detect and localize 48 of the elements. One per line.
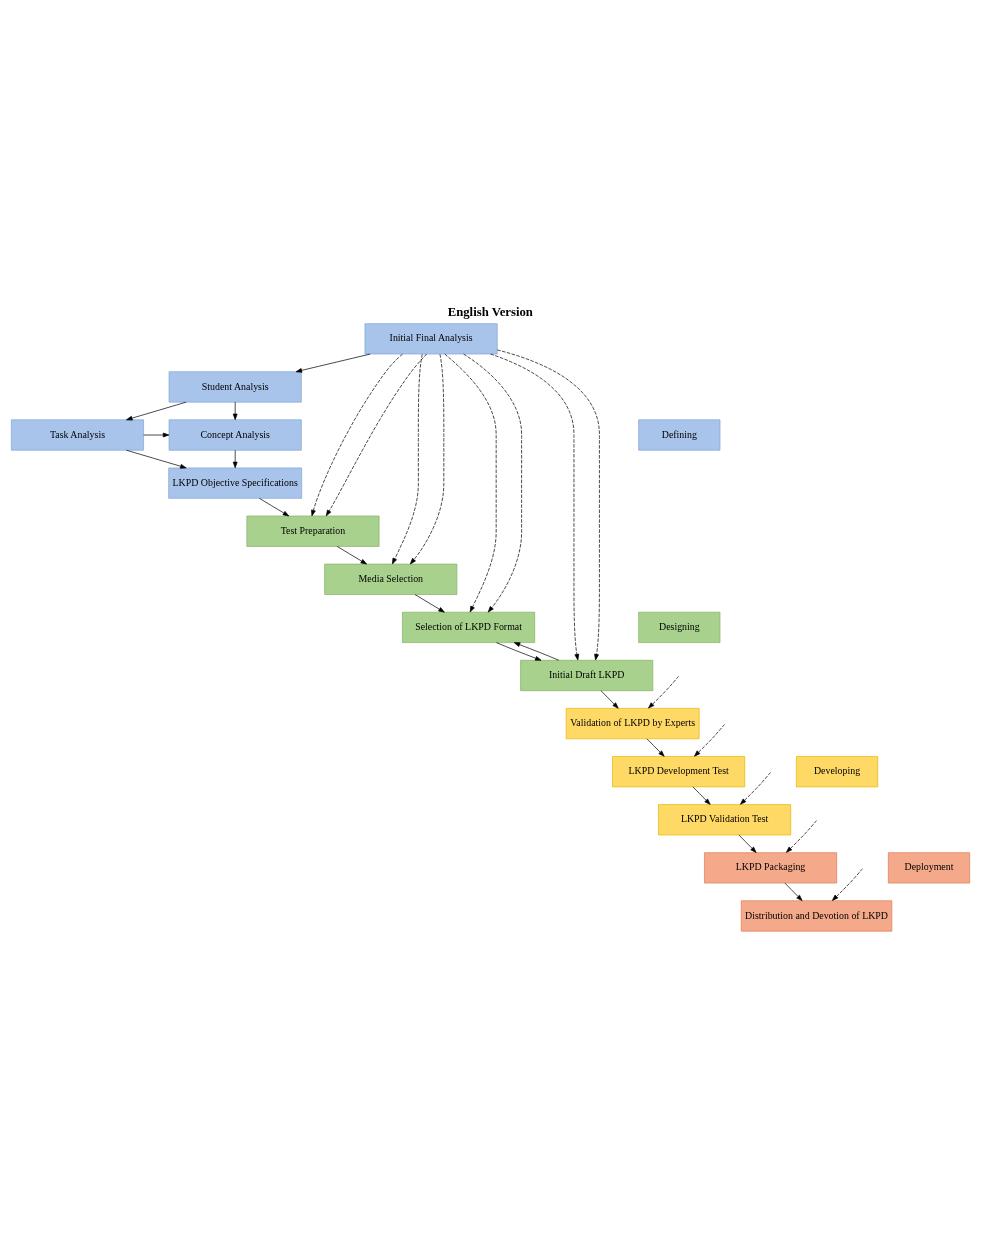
arrow <box>646 738 665 757</box>
diagram-title: English Version <box>447 305 533 320</box>
node-box: Test Preparation <box>246 515 380 547</box>
node-box: Designing <box>638 611 721 643</box>
node-box: Validation of LKPD by Experts <box>565 708 700 740</box>
arrow <box>126 449 187 469</box>
arrow <box>692 786 711 805</box>
arrow <box>496 642 542 661</box>
arrow <box>784 882 803 901</box>
arrow <box>513 642 560 661</box>
node-box: Task Analysis <box>10 419 144 451</box>
node-box: Defining <box>638 419 721 451</box>
arrow <box>126 401 187 421</box>
arrow <box>311 353 403 517</box>
node-box: Distribution and Devotion of LKPD <box>740 900 893 932</box>
arrow <box>232 449 238 469</box>
arrow <box>259 498 290 517</box>
node-box: Initial Draft LKPD <box>520 659 654 692</box>
arrow <box>496 349 600 661</box>
node-box: LKPD Validation Test <box>658 804 792 836</box>
arrow <box>600 690 619 709</box>
node-box: Developing <box>796 756 879 788</box>
arrow <box>832 868 863 901</box>
arrow <box>648 675 679 709</box>
node-box: LKPD Development Test <box>612 756 746 788</box>
arrow <box>463 353 522 613</box>
arrow <box>444 353 497 613</box>
node-box: LKPD Objective Specifications <box>168 467 302 499</box>
arrow <box>143 432 170 438</box>
arrow <box>414 594 445 613</box>
node-box: LKPD Packaging <box>704 852 838 884</box>
arrow <box>325 353 427 517</box>
arrow <box>410 353 445 565</box>
arrow <box>232 401 238 420</box>
arrow <box>392 353 423 565</box>
arrow <box>738 834 757 853</box>
arrow <box>740 772 771 805</box>
node-box: Student Analysis <box>168 371 302 403</box>
node-box: Deployment <box>888 852 971 884</box>
arrow <box>786 820 817 853</box>
node-box: Concept Analysis <box>168 419 302 451</box>
node-box: Selection of LKPD Format <box>402 611 536 643</box>
node-box: Initial Final Analysis <box>364 323 498 355</box>
arrow <box>490 353 580 661</box>
arrow <box>336 546 367 565</box>
node-box: Media Selection <box>324 563 458 595</box>
arrow <box>295 353 371 373</box>
arrow <box>694 724 725 757</box>
